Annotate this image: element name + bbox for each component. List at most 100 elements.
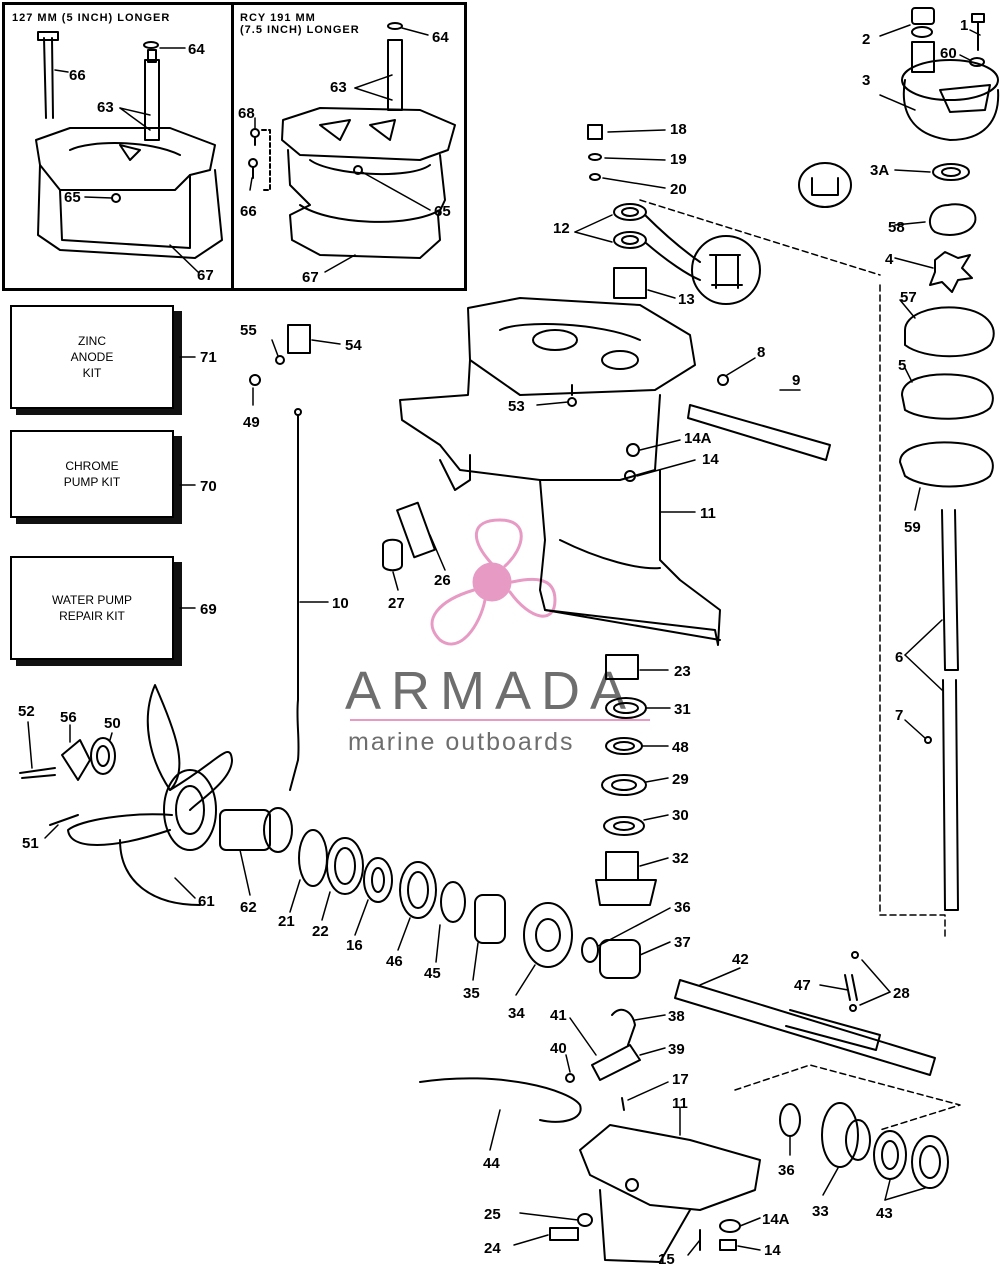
callout-label: 63 bbox=[330, 79, 347, 96]
watermark-brand-name: ARMADA bbox=[345, 661, 637, 721]
callout-label: 67 bbox=[197, 267, 214, 284]
callout-label: 34 bbox=[508, 1005, 525, 1022]
callout-label: 59 bbox=[904, 519, 921, 536]
callout-label: 36 bbox=[674, 899, 691, 916]
callout-label: 21 bbox=[278, 913, 295, 930]
callout-label: 17 bbox=[672, 1071, 689, 1088]
callout-label: 37 bbox=[674, 934, 691, 951]
callout-label: 46 bbox=[386, 953, 403, 970]
watermark-tagline: marine outboards bbox=[348, 728, 575, 756]
gearcase-lower bbox=[549, 1124, 761, 1263]
callout-label: 35 bbox=[463, 985, 480, 1002]
callout-label: 66 bbox=[240, 203, 257, 220]
inset-title-191mm: RCY 191 MM (7.5 INCH) LONGER bbox=[240, 12, 360, 36]
callout-label: 12 bbox=[553, 220, 570, 237]
upper-bearing-parts bbox=[587, 124, 761, 305]
callout-label: 49 bbox=[243, 414, 260, 431]
callout-label: 66 bbox=[69, 67, 86, 84]
callout-label: 68 bbox=[238, 105, 255, 122]
inset1-parts bbox=[35, 31, 223, 259]
callout-numbers: 66 64 63 65 67 64 63 68 66 65 67 1 2 60 … bbox=[18, 17, 968, 1268]
propeller-logo-icon bbox=[430, 518, 557, 646]
callout-label: 2 bbox=[862, 31, 870, 48]
callout-label: 13 bbox=[678, 291, 695, 308]
callout-label: 18 bbox=[670, 121, 687, 138]
callout-label: 3A bbox=[870, 162, 889, 179]
callout-label: 47 bbox=[794, 977, 811, 994]
kit-label: ZINC ANODE KIT bbox=[70, 334, 114, 380]
callout-label: 19 bbox=[670, 151, 687, 168]
callout-label: 64 bbox=[188, 41, 205, 58]
callout-label: 11 bbox=[672, 1095, 688, 1112]
callout-label: 20 bbox=[670, 181, 687, 198]
callout-label: 64 bbox=[432, 29, 449, 46]
propshaft-parts bbox=[419, 951, 936, 1123]
kit-label: WATER PUMP REPAIR KIT bbox=[52, 593, 132, 623]
callout-label: 15 bbox=[658, 1251, 675, 1268]
callout-label: 50 bbox=[104, 715, 121, 732]
callout-label: 40 bbox=[550, 1040, 567, 1057]
callout-label: 5 bbox=[898, 357, 906, 374]
callout-label: 8 bbox=[757, 344, 765, 361]
callout-label: 11 bbox=[700, 505, 716, 522]
callout-label: 38 bbox=[668, 1008, 685, 1025]
lower-bearing-stack bbox=[595, 654, 657, 906]
callout-label: 65 bbox=[434, 203, 451, 220]
callout-label: 6 bbox=[895, 649, 903, 666]
callout-label: 51 bbox=[22, 835, 39, 852]
inset2-parts bbox=[248, 22, 456, 259]
kit-label: CHROME PUMP KIT bbox=[63, 459, 121, 489]
callout-label: 48 bbox=[672, 739, 689, 756]
callout-label: 23 bbox=[674, 663, 691, 680]
callout-label: 45 bbox=[424, 965, 441, 982]
callout-label: 54 bbox=[345, 337, 362, 354]
callout-label: 61 bbox=[198, 893, 215, 910]
callout-label: 67 bbox=[302, 269, 319, 286]
callout-label: 63 bbox=[97, 99, 114, 116]
callout-label: 44 bbox=[483, 1155, 500, 1172]
callout-label: 42 bbox=[732, 951, 749, 968]
pump-parts bbox=[639, 7, 1000, 941]
callout-label: 31 bbox=[674, 701, 691, 718]
callout-label: 9 bbox=[792, 372, 800, 389]
callout-label: 3 bbox=[862, 72, 870, 89]
kit-number: 70 bbox=[200, 478, 217, 495]
callout-label: 24 bbox=[484, 1240, 501, 1257]
callout-label: 27 bbox=[388, 595, 405, 612]
callout-label: 14 bbox=[702, 451, 719, 468]
callout-label: 29 bbox=[672, 771, 689, 788]
callout-label: 57 bbox=[900, 289, 917, 306]
callout-label: 52 bbox=[18, 703, 35, 720]
callout-label: 14 bbox=[764, 1242, 781, 1259]
callout-label: 33 bbox=[812, 1203, 829, 1220]
callout-label: 25 bbox=[484, 1206, 501, 1223]
callout-label: 41 bbox=[550, 1007, 567, 1024]
callout-label: 14A bbox=[684, 430, 712, 447]
callout-label: 28 bbox=[893, 985, 910, 1002]
shift-rod-parts bbox=[249, 324, 831, 791]
kit-number: 69 bbox=[200, 601, 217, 618]
callout-label: 7 bbox=[895, 707, 903, 724]
callout-label: 58 bbox=[888, 219, 905, 236]
callout-label: 56 bbox=[60, 709, 77, 726]
callout-label: 43 bbox=[876, 1205, 893, 1222]
exhaust-housing bbox=[399, 297, 721, 646]
callout-label: 62 bbox=[240, 899, 257, 916]
callout-label: 30 bbox=[672, 807, 689, 824]
callout-label: 65 bbox=[64, 189, 81, 206]
callout-label: 26 bbox=[434, 572, 451, 589]
callout-label: 60 bbox=[940, 45, 957, 62]
callout-label: 1 bbox=[960, 17, 968, 34]
callout-label: 53 bbox=[508, 398, 525, 415]
kit-box-water-pump-repair: WATER PUMP REPAIR KIT bbox=[10, 556, 182, 666]
watermark-line bbox=[350, 719, 650, 721]
callout-label: 32 bbox=[672, 850, 689, 867]
callout-label: 55 bbox=[240, 322, 257, 339]
callout-label: 10 bbox=[332, 595, 349, 612]
callout-label: 39 bbox=[668, 1041, 685, 1058]
inset-title-127mm: 127 MM (5 INCH) LONGER bbox=[12, 12, 171, 24]
callout-label: 4 bbox=[885, 251, 894, 268]
kit-box-zinc-anode: ZINC ANODE KIT bbox=[10, 305, 182, 415]
